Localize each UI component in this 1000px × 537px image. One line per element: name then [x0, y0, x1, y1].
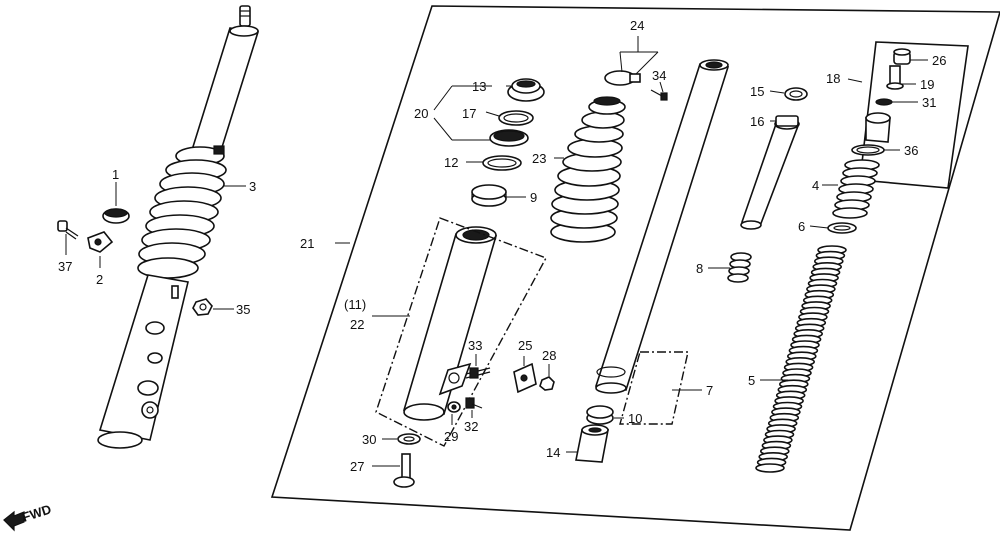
label-37: 37	[58, 259, 72, 274]
label-12: 12	[444, 155, 458, 170]
fwd-label: FWD	[20, 501, 53, 524]
part-7-fork-pipe	[594, 59, 730, 394]
label-11: (11)	[344, 297, 366, 312]
label-25: 25	[518, 338, 532, 353]
label-31: 31	[922, 95, 936, 110]
part-13-dust-seal	[507, 78, 545, 102]
part-12-backup-ring	[482, 155, 522, 171]
label-3: 3	[249, 179, 256, 194]
part-26-valve-cap	[893, 48, 911, 65]
part-22-fork-slider	[402, 226, 498, 421]
label-1: 1	[112, 167, 119, 182]
assembled-fork	[97, 5, 260, 449]
part-28-nut	[539, 376, 555, 391]
part-35-nut	[192, 298, 213, 316]
fork-boot-assembled	[137, 146, 227, 279]
leader-lines	[65, 36, 928, 467]
part-2-bracket	[87, 231, 114, 253]
label-20: 20	[414, 106, 428, 121]
part-9-bushing	[471, 184, 507, 207]
label-34: 34	[652, 68, 666, 83]
label-26: 26	[932, 53, 946, 68]
label-23: 23	[532, 151, 546, 166]
label-30: 30	[362, 432, 376, 447]
label-36: 36	[904, 143, 918, 158]
part-14-oil-lock-piece	[575, 424, 609, 463]
part-1-cap	[102, 208, 130, 224]
fork-bolt	[865, 112, 891, 143]
part-37-screw	[57, 220, 79, 240]
label-27: 27	[350, 459, 364, 474]
slider-group-outline	[375, 217, 547, 447]
label-17: 17	[462, 106, 476, 121]
part-23-fork-boot	[550, 96, 626, 243]
label-14: 14	[546, 445, 560, 460]
label-13: 13	[472, 79, 486, 94]
label-8: 8	[696, 261, 703, 276]
label-7: 7	[706, 383, 713, 398]
part-5-fork-spring	[755, 245, 847, 473]
part-16-fork-piston	[740, 115, 800, 230]
part-20-oil-seal	[489, 129, 529, 147]
label-22: 22	[350, 317, 364, 332]
part-6-spring-seat	[827, 222, 857, 234]
label-35: 35	[236, 302, 250, 317]
spring-coil	[755, 463, 785, 473]
label-33: 33	[468, 338, 482, 353]
label-10: 10	[628, 411, 642, 426]
label-15: 15	[750, 84, 764, 99]
part-24-boot-band	[604, 70, 641, 86]
label-4: 4	[812, 178, 819, 193]
assembly-frame	[270, 5, 1000, 531]
callout-labels: 1 2 3 37 35 21 20 13 17 12 9 23 24 34 (1…	[58, 18, 946, 474]
part-25-axle-holder	[513, 362, 537, 394]
label-28: 28	[542, 348, 556, 363]
part-10-bushing	[586, 405, 614, 425]
label-21: 21	[300, 236, 314, 251]
part-19-air-valve	[886, 65, 904, 90]
label-19: 19	[920, 77, 934, 92]
label-32: 32	[464, 419, 478, 434]
label-24: 24	[630, 18, 644, 33]
part-8-rebound-spring	[727, 252, 752, 283]
label-29: 29	[444, 429, 458, 444]
label-6: 6	[798, 219, 805, 234]
part-31-o-ring	[875, 98, 893, 106]
part-33-bolt	[465, 367, 491, 379]
label-18: 18	[826, 71, 840, 86]
label-2: 2	[96, 272, 103, 287]
part-15-piston-ring	[784, 87, 808, 101]
label-9: 9	[530, 190, 537, 205]
label-16: 16	[750, 114, 764, 129]
part-4-spring	[832, 159, 880, 219]
part-27-socket-bolt	[393, 453, 415, 488]
arrow-left-icon	[3, 510, 25, 532]
part-32-drain-screw	[465, 397, 483, 409]
part-17-stopper-ring	[498, 110, 534, 126]
part-34-screw	[650, 89, 668, 101]
part-30-gasket	[397, 433, 421, 445]
fork-pipe-group-outline	[619, 351, 689, 425]
fwd-direction-indicator: FWD	[3, 501, 53, 532]
label-5: 5	[748, 373, 755, 388]
